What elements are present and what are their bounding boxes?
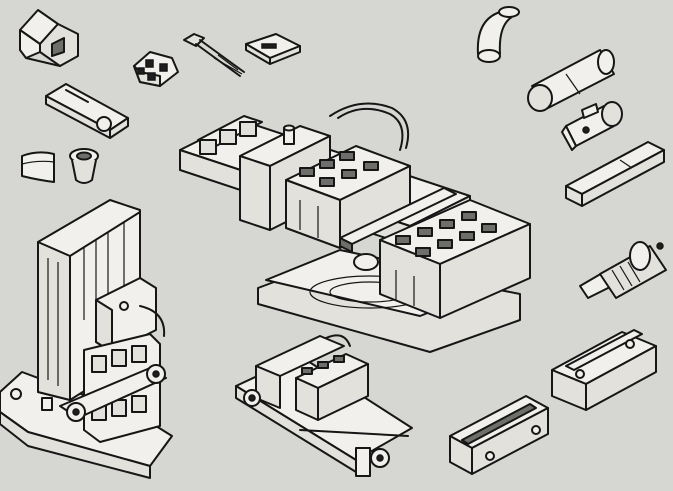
threaded-shaft-icon xyxy=(579,241,667,299)
tall-fixture-assembly-icon xyxy=(0,199,173,479)
modular-fixture-assembly-icon xyxy=(179,102,531,353)
flat-key-icon xyxy=(565,141,665,207)
small-fixture-assembly-icon xyxy=(235,334,413,477)
elbow-pipe-icon xyxy=(476,6,520,63)
curved-shoe-icon xyxy=(21,151,55,183)
clamp-lever-icon xyxy=(45,83,129,139)
cross-block-icon xyxy=(133,51,179,87)
bolt-icon xyxy=(183,33,245,77)
slotted-plate-icon xyxy=(245,33,301,65)
v-block-icon xyxy=(449,395,549,475)
clevis-pin-icon xyxy=(561,101,623,151)
angle-block-icon xyxy=(19,9,79,67)
u-bracket-icon xyxy=(551,329,657,411)
cylinder-pin-icon xyxy=(527,49,615,112)
round-cap-icon xyxy=(69,148,99,184)
